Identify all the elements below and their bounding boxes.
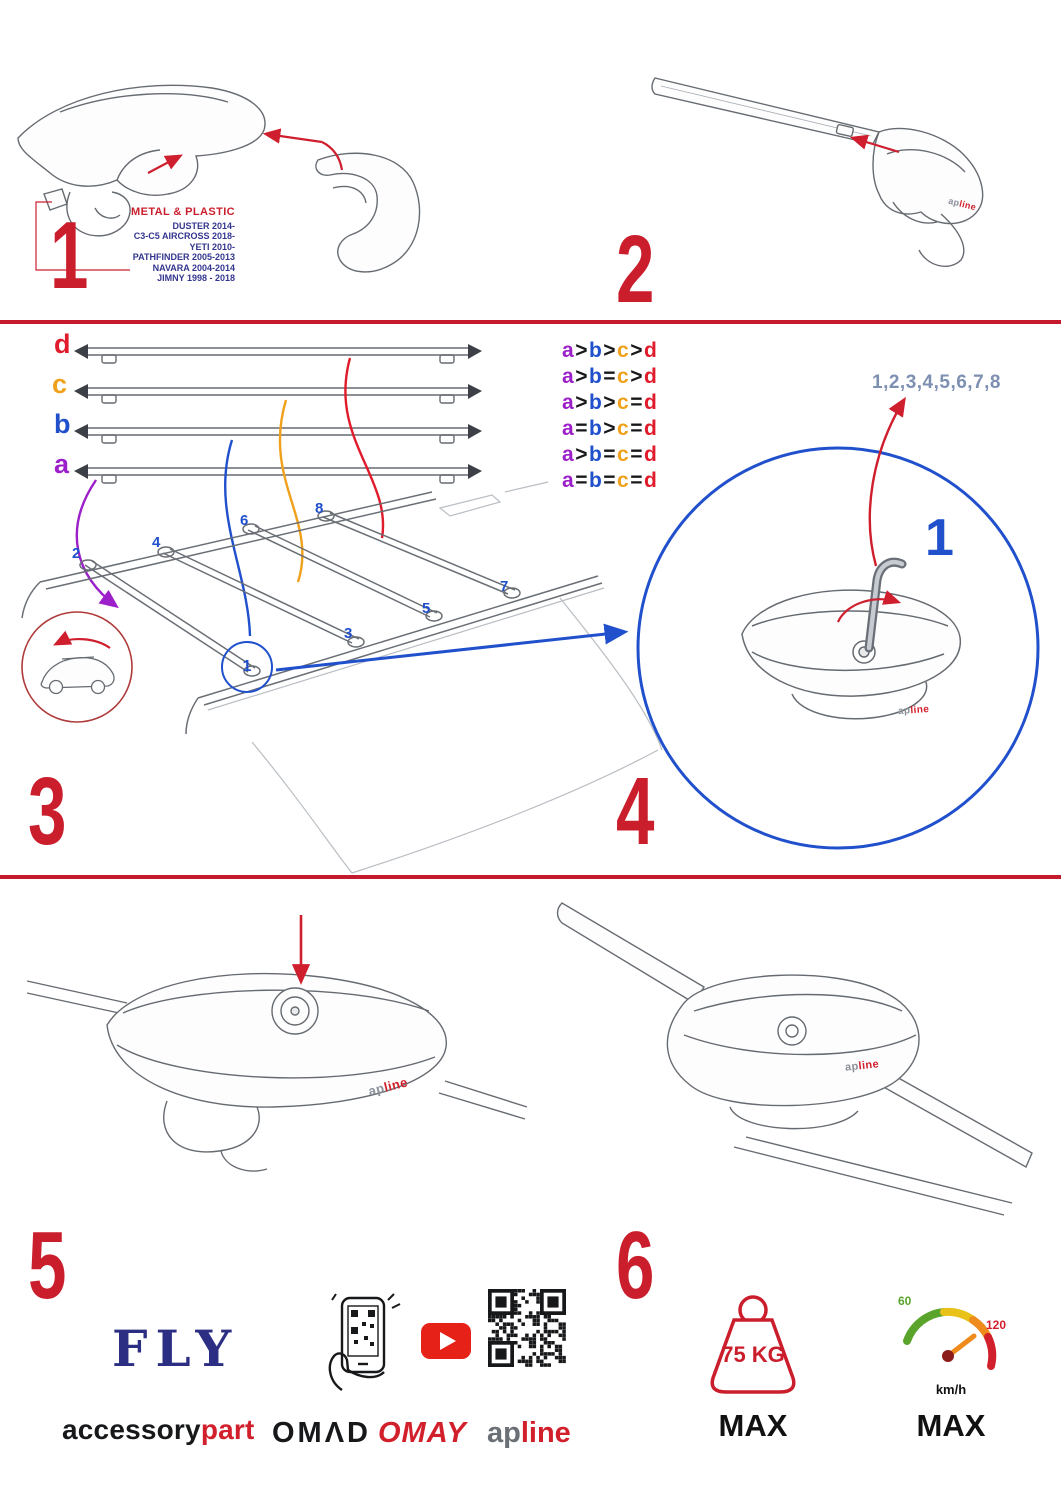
car-inset-art	[40, 656, 115, 695]
model-line: YETI 2010-	[189, 241, 235, 252]
position-2: 2	[72, 545, 81, 562]
comparison-list: a>b>c>d a>b=c>d a>b>c=d a=b>c=d a>b=c=d a=b=c…	[562, 338, 658, 494]
bar-label-d: d	[54, 329, 71, 359]
sequence-arrow	[868, 396, 906, 567]
speed-high-label: 120	[986, 1318, 1007, 1332]
step-3-number: 3	[28, 758, 66, 865]
apline-line: line	[520, 1417, 571, 1449]
roof-art	[21, 491, 603, 735]
section-divider	[0, 875, 1061, 879]
step-6-number: 6	[616, 1212, 654, 1319]
omad-logo: OMΛD	[272, 1417, 371, 1449]
comparison-line: a=b>c=d	[562, 417, 659, 440]
position-7: 7	[500, 578, 509, 595]
comparison-line: a>b=c=d	[562, 443, 659, 466]
rotation-arrow	[836, 590, 902, 623]
accessorypart-accessory: accessory	[62, 1414, 201, 1445]
section-divider	[0, 320, 1061, 324]
comparison-line: a>b>c>d	[562, 339, 659, 362]
tightening-sequence: 1,2,3,4,5,6,7,8	[872, 372, 1001, 393]
speed-unit-label: km/h	[935, 1382, 967, 1397]
step3-step4-illustration	[21, 344, 1040, 874]
zoom-callout-number: 1	[925, 509, 954, 567]
accessorypart-part: part	[200, 1414, 255, 1445]
speed-max-label: MAX	[916, 1408, 986, 1443]
step2-bar-end-illustration	[651, 77, 984, 268]
position-4: 4	[152, 534, 161, 551]
apline-footer-logo: apline	[487, 1419, 571, 1448]
step6-mounted-foot-illustration	[556, 902, 1033, 1216]
position-6: 6	[240, 512, 249, 529]
bar-label-c: c	[52, 369, 68, 399]
max-weight-icon	[710, 1295, 796, 1394]
apline-ap: ap	[487, 1417, 521, 1449]
bar-label-b: b	[54, 409, 71, 439]
step-1-number: 1	[50, 202, 88, 309]
omay-logo: OMAY	[378, 1417, 467, 1449]
step-4-number: 4	[616, 758, 654, 865]
crossbars-art	[88, 347, 468, 484]
weight-max-label: MAX	[718, 1408, 788, 1443]
model-line: C3-C5 AIRCROSS 2018-	[133, 231, 235, 242]
step1-foot-assembly-illustration	[17, 84, 421, 273]
comparison-line: a>b=c>d	[562, 365, 659, 388]
material-title: METAL & PLASTIC	[131, 206, 235, 218]
accessorypart-logo: accessorypart	[62, 1416, 255, 1444]
bar-label-a: a	[54, 449, 70, 479]
model-line: PATHFINDER 2005-2013	[132, 252, 235, 263]
comparison-line: a=b=c=d	[562, 469, 659, 492]
position-3: 3	[344, 625, 353, 642]
fly-logo: FLY	[112, 1319, 240, 1378]
youtube-icon	[421, 1323, 471, 1359]
car-body-hints	[207, 481, 663, 874]
position-8: 8	[315, 500, 324, 517]
step5-cap-illustration	[26, 915, 528, 1172]
phone-qr-scan-icon	[328, 1293, 401, 1391]
comparison-line: a>b>c=d	[562, 391, 659, 414]
position-1-circle	[221, 641, 273, 693]
step-5-number: 5	[28, 1212, 66, 1319]
position-1: 1	[242, 658, 252, 675]
weight-value: 75 KG	[721, 1342, 785, 1367]
step-2-number: 2	[616, 216, 654, 323]
speedometer-icon	[903, 1307, 997, 1370]
model-line: NAVARA 2004-2014	[152, 262, 235, 273]
qr-code-icon	[487, 1288, 567, 1368]
position-5: 5	[422, 600, 431, 617]
model-line: JIMNY 1998 - 2018	[157, 273, 235, 284]
model-line: DUSTER 2014-	[172, 221, 235, 231]
compatible-models-block: METAL & PLASTIC DUSTER 2014- C3-C5 AIRCR…	[70, 206, 235, 283]
speed-low-label: 60	[898, 1294, 912, 1308]
zoom-pointer-arrow	[275, 623, 629, 672]
